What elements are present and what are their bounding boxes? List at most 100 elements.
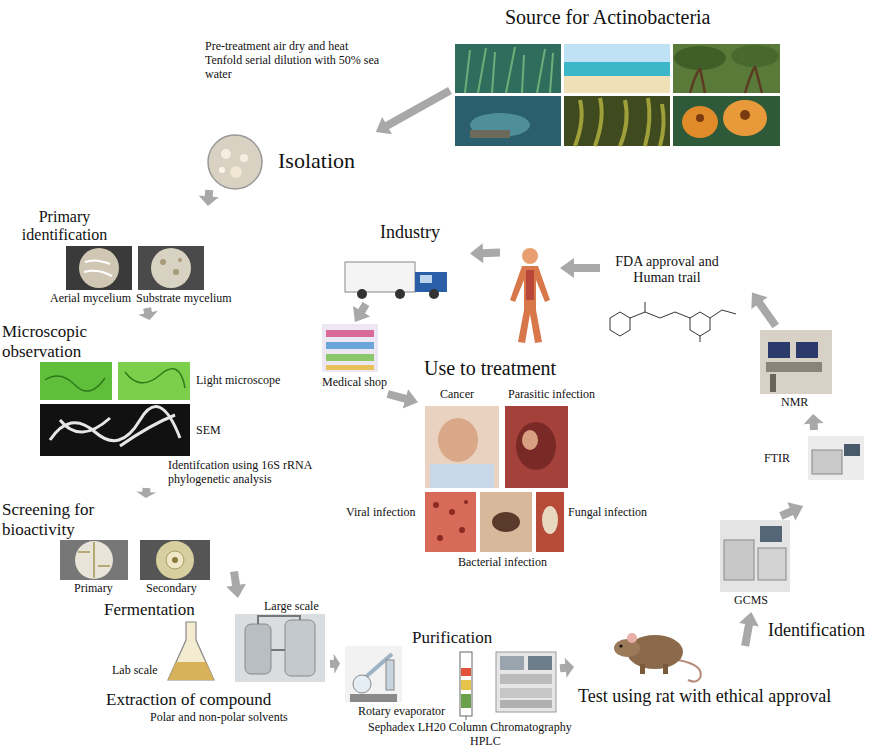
lab-flask <box>168 622 214 680</box>
stage-heading: Microscopic observation <box>2 322 137 361</box>
primary-screening-photo <box>78 542 110 578</box>
secondary-screening-photo <box>172 557 178 563</box>
sem-photo <box>40 404 190 456</box>
ftir-photo <box>812 450 842 474</box>
lab-flask <box>168 622 214 680</box>
underwater-photo <box>470 130 510 138</box>
aerial-mycelium-photo <box>84 260 112 276</box>
primary-screening-photo <box>60 540 128 580</box>
arrow-shaft <box>386 90 450 126</box>
arrow-head <box>226 584 246 598</box>
chemical-structure <box>645 302 736 342</box>
flow-arrow <box>376 90 450 134</box>
fermentor-photo <box>245 624 271 674</box>
stage-heading: Source for Actinobacteria <box>505 6 710 29</box>
parasitic-photo <box>516 422 556 470</box>
aerial-mycelium-photo <box>66 246 132 290</box>
hplc-photo <box>500 656 524 670</box>
arrow-head <box>138 311 158 320</box>
fungal-photo <box>536 492 564 552</box>
flow-arrow <box>388 389 418 408</box>
mangrove-photo <box>690 66 762 93</box>
secondary-screening-photo <box>166 551 184 569</box>
caption-label: Identifcation using 16S rRNA phylogeneti… <box>168 459 320 487</box>
stage-node: Screening for bioactivity <box>2 498 234 596</box>
viral-photo <box>425 492 476 552</box>
arrow-head <box>751 293 767 309</box>
sponge-photo <box>673 96 780 146</box>
petri-dish-photo <box>240 154 248 162</box>
hplc-photo <box>500 688 552 698</box>
gcms-photo <box>760 526 782 542</box>
stage-heading: Test using rat with ethical approval <box>578 686 831 707</box>
stage-node: FDA approval and Human trail <box>500 240 752 345</box>
flow-arrow <box>804 414 824 430</box>
arrow-shaft <box>745 624 749 646</box>
viral-photo <box>464 500 468 504</box>
caption-label: SEM <box>196 424 221 438</box>
truck-photo <box>415 272 447 292</box>
arrow-head <box>787 502 803 520</box>
nmr-photo <box>760 330 832 394</box>
seagrass-photo <box>465 47 553 93</box>
cancer-photo <box>425 406 499 488</box>
underwater-photo <box>455 96 561 146</box>
flow-arrow <box>226 572 246 599</box>
chemical-structure <box>630 312 690 318</box>
underwater-photo <box>470 113 530 137</box>
gcms-photo <box>758 548 786 580</box>
caption-label: Aerial mycelium <box>50 292 131 306</box>
column-photo <box>461 680 471 690</box>
cancer-photo <box>438 418 478 462</box>
rat-photo <box>678 660 701 682</box>
chemical-structure <box>690 312 710 336</box>
stage-heading: Purification <box>412 628 492 648</box>
viral-photo <box>449 509 455 515</box>
rotary-evaporator-photo <box>350 694 397 702</box>
stage-node: Industry <box>340 220 470 304</box>
petri-dish-photo <box>219 167 225 173</box>
nmr-photo <box>766 362 822 372</box>
flow-arrow <box>470 243 500 263</box>
truck-photo <box>395 289 405 299</box>
caption-label: Parasitic infection <box>508 388 595 402</box>
rotary-evaporator-photo <box>345 646 402 702</box>
viral-photo <box>437 535 443 541</box>
fermentor-photo <box>285 620 315 676</box>
column-photo <box>466 716 467 720</box>
stage-heading: FDA approval and Human trail <box>608 254 726 286</box>
arrow-shaft <box>234 572 236 587</box>
parasitic-photo <box>522 430 538 450</box>
petri-dish-photo <box>230 166 242 178</box>
caption-label: Large scale <box>264 600 319 614</box>
stage-node: NMR <box>755 326 838 414</box>
beach-photo <box>564 44 670 93</box>
substrate-mycelium-photo <box>160 259 166 265</box>
chemical-structure <box>610 312 630 336</box>
fermentor-photo <box>235 614 325 682</box>
seaweed-photo <box>575 98 664 146</box>
fungal-photo <box>542 506 558 534</box>
flow-arrow <box>353 304 370 322</box>
sponge-photo <box>696 114 704 122</box>
arrow-shaft <box>361 304 366 312</box>
caption-label: Viral infection <box>346 506 416 520</box>
human-figure <box>526 270 534 300</box>
rotary-evaporator-photo <box>386 660 394 690</box>
substrate-mycelium-photo <box>173 269 179 275</box>
caption-label: Pre-treatment air dry and heat Tenfold s… <box>205 40 383 81</box>
flow-arrow <box>138 308 158 320</box>
parasitic-photo <box>505 406 568 488</box>
fungal-photo <box>536 492 564 552</box>
cancer-photo <box>425 406 499 488</box>
human-figure <box>510 266 550 343</box>
substrate-mycelium-photo <box>151 248 191 288</box>
column-photo <box>460 652 472 716</box>
caption-label: Rotary evaporator <box>358 705 445 719</box>
caption-label: Extraction of compound <box>106 690 271 710</box>
stage-heading: GCMS <box>734 594 768 608</box>
medical-shop-photo <box>326 354 374 361</box>
arrow-head <box>804 414 824 424</box>
stage-heading: Primary identification <box>2 208 127 245</box>
